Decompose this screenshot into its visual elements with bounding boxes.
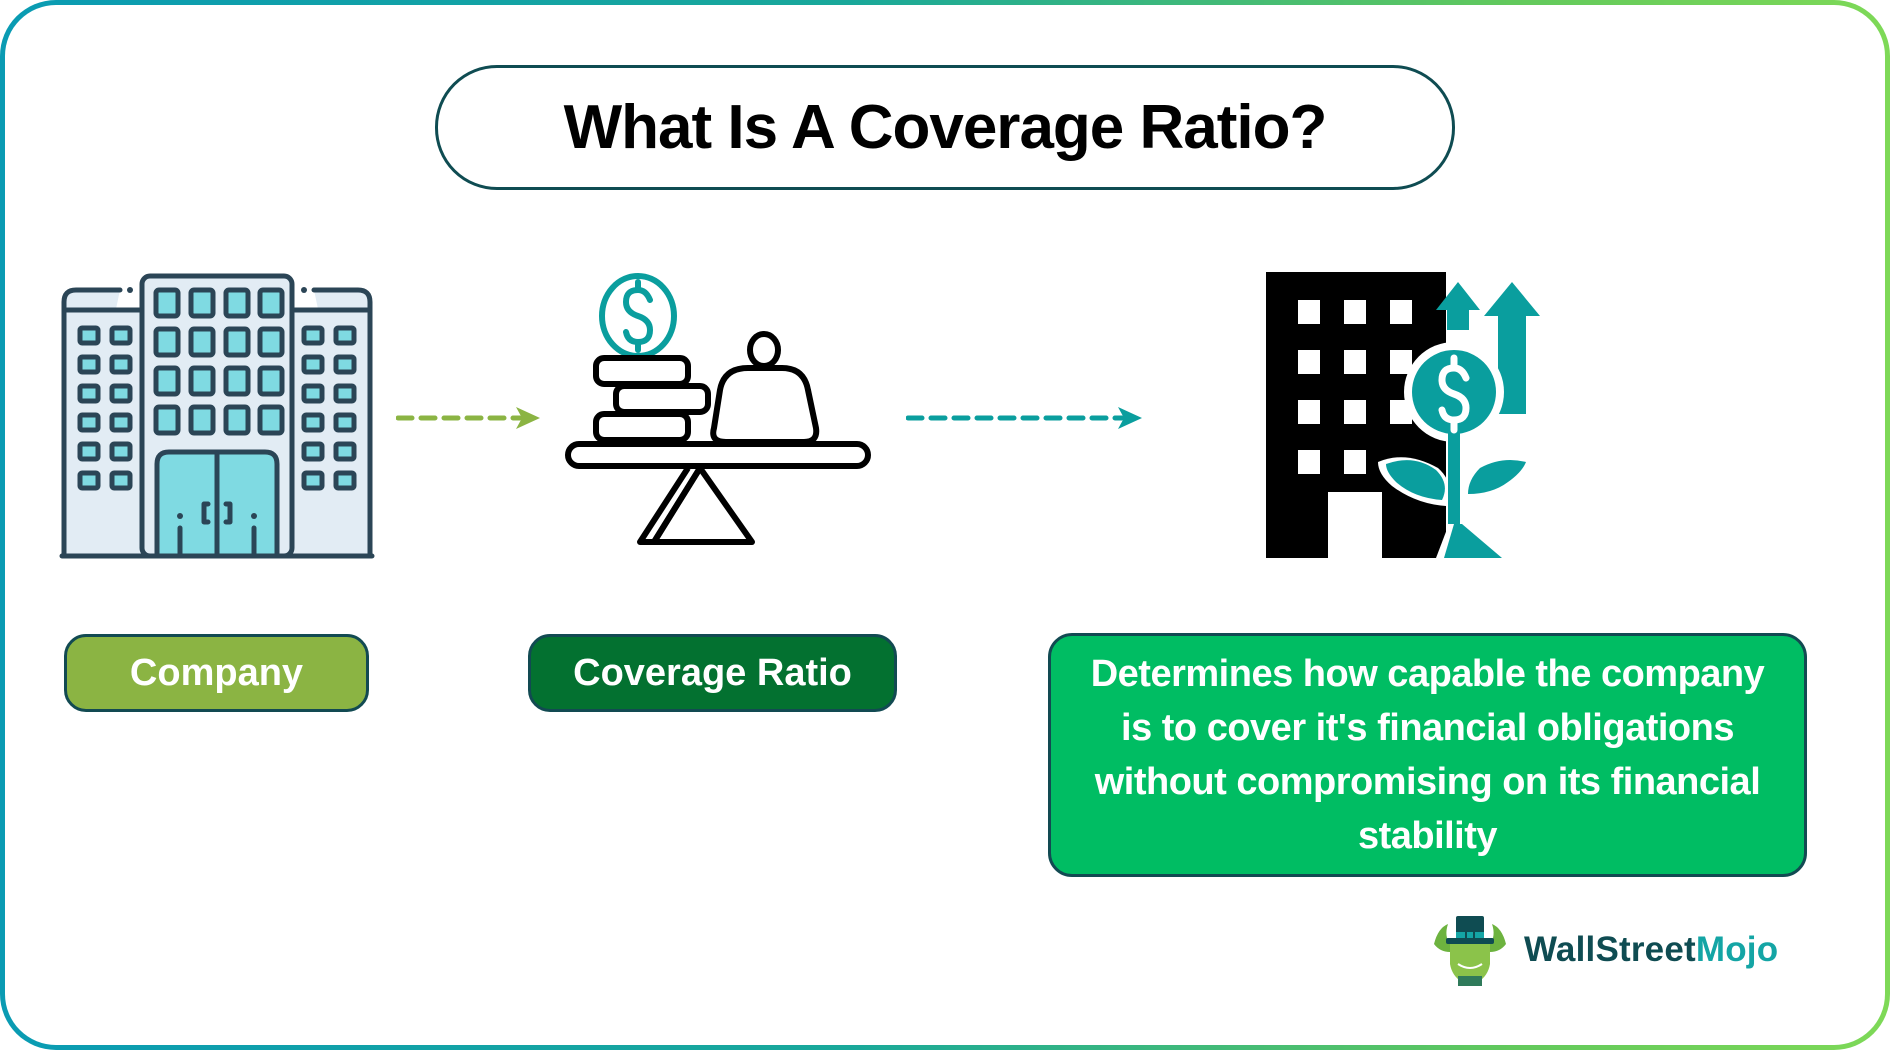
description-box: Determines how capable the company is to… <box>1048 633 1807 877</box>
brand-name: WallStreetMojo <box>1524 930 1779 969</box>
brand-logo: WallStreetMojo <box>1430 912 1778 988</box>
company-label: Company <box>64 634 369 712</box>
coverage-ratio-label: Coverage Ratio <box>528 634 897 712</box>
bull-mascot-icon <box>1434 916 1506 986</box>
building-growth-dollar-icon <box>1266 272 1540 558</box>
office-building-icon <box>59 273 375 559</box>
description-text: Determines how capable the company is to… <box>1090 653 1765 857</box>
title-pill: What Is A Coverage Ratio? <box>435 65 1455 190</box>
balance-scale-dollar-icon <box>565 273 871 545</box>
page-title: What Is A Coverage Ratio? <box>563 93 1328 162</box>
arrow-right-icon <box>396 407 540 429</box>
arrow-right-icon <box>906 407 1142 429</box>
